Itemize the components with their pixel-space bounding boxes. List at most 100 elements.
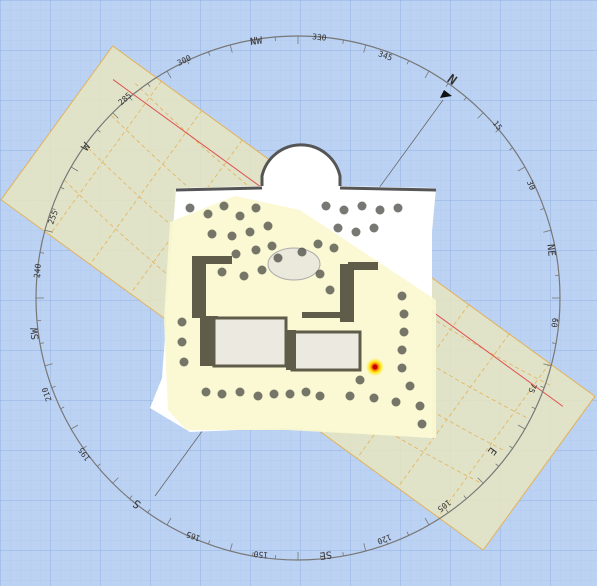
tree [251,203,261,213]
tree [357,201,367,211]
compass-tick [342,39,344,44]
tree [397,363,407,373]
buildings [192,256,378,372]
compass-tick [208,540,211,545]
compass-tick [229,44,233,53]
tree [329,243,339,253]
tree [219,201,229,211]
tree [399,309,409,319]
compass-tick [147,509,151,513]
tree [253,391,263,401]
label-240: 240 [32,263,42,278]
compass-tick [147,83,151,87]
central-dome [267,247,321,281]
compass-tick [531,186,536,190]
tree [269,389,279,399]
tree [397,345,407,355]
label-330: 330 [312,32,327,42]
tree [185,203,195,213]
tree [285,389,295,399]
compass-tick [83,147,87,151]
compass-tick [424,70,430,79]
sun-marker-icon[interactable] [366,358,384,376]
site-edge [175,186,437,192]
tree [315,391,325,401]
compass-tick [517,424,526,430]
tree [391,397,401,407]
compass-tick [44,363,53,367]
compass-tick [60,406,65,410]
tree [203,209,213,219]
compass-tick [229,543,233,552]
compass-tick [445,83,449,87]
compass-tick [424,517,430,526]
tree [177,317,187,327]
compass-tick [540,385,545,388]
tree [339,205,349,215]
compass-tick [39,342,44,344]
compass-tick [477,477,484,484]
compass-tick [543,229,552,233]
compass-tick [51,385,56,388]
tree [369,393,379,403]
compass-tick [540,208,545,211]
compass-tick [39,252,44,254]
tree [245,227,255,237]
compass-tick [495,463,499,467]
tree [179,357,189,367]
compass-tick [252,552,254,557]
tree [417,419,427,429]
compass-tick [363,44,367,53]
tree [397,291,407,301]
tree [321,201,331,211]
compass-tick [517,166,526,172]
tree [375,205,385,215]
tree [315,269,325,279]
tree [405,381,415,391]
tree [273,253,283,263]
compass-tick [186,531,190,536]
dome-courtyard [260,143,342,186]
tree [251,245,261,255]
compass-tick [166,70,172,79]
tree [297,247,307,257]
compass-tick [97,129,101,133]
compass-tick [495,129,499,133]
tree [207,229,217,239]
tree [399,327,409,337]
tree [227,231,237,241]
tree [263,221,273,231]
tree [235,211,245,221]
tree [235,387,245,397]
compass-tick [552,342,557,344]
compass-tick [406,531,410,536]
compass-tick [477,112,484,119]
compass-tick [97,463,101,467]
tree [355,375,365,385]
compass-tick [208,51,211,56]
trees [177,201,427,429]
compass-tick [385,51,388,56]
tree [393,203,403,213]
compass-tick [463,97,467,101]
compass-tick [531,406,536,410]
label-75: 75 [526,382,538,394]
compass-tick [83,445,87,449]
label-ne: NE [544,244,556,257]
tree [177,337,187,347]
compass-tick [509,147,513,151]
tree [369,223,379,233]
label-60: 60 [549,317,559,328]
compass-tick [129,495,133,499]
compass-tick [112,112,119,119]
compass-tick [252,39,254,44]
compass-tick [463,495,467,499]
tree [415,401,425,411]
label-30: 30 [525,179,537,191]
tree [351,227,361,237]
tree [257,265,267,275]
tree [239,271,249,281]
tree [217,389,227,399]
